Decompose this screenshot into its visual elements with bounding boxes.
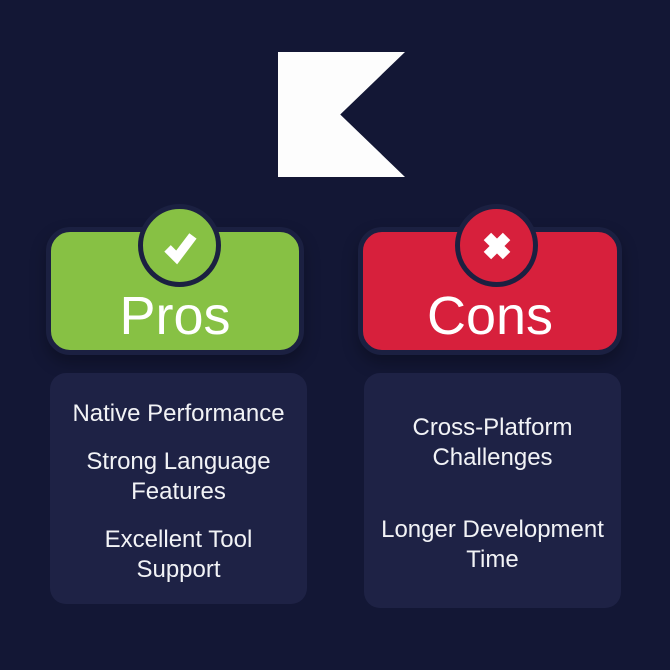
list-item: Cross-Platform Challenges (412, 413, 573, 471)
list-item: Longer Development Time (381, 515, 604, 573)
check-icon (157, 223, 203, 269)
check-badge (138, 204, 221, 287)
list-item: Native Performance (72, 399, 285, 427)
pros-list: Native Performance Strong Language Featu… (50, 373, 307, 604)
cons-title: Cons (426, 285, 554, 346)
x-icon (474, 223, 520, 269)
kotlin-logo-icon (278, 52, 405, 177)
list-item: Strong Language Features (86, 447, 271, 505)
cons-list: Cross-Platform Challenges Longer Develop… (364, 373, 621, 608)
pros-title: Pros (119, 285, 231, 346)
x-badge (455, 204, 538, 287)
list-item: Excellent Tool Support (104, 525, 253, 583)
